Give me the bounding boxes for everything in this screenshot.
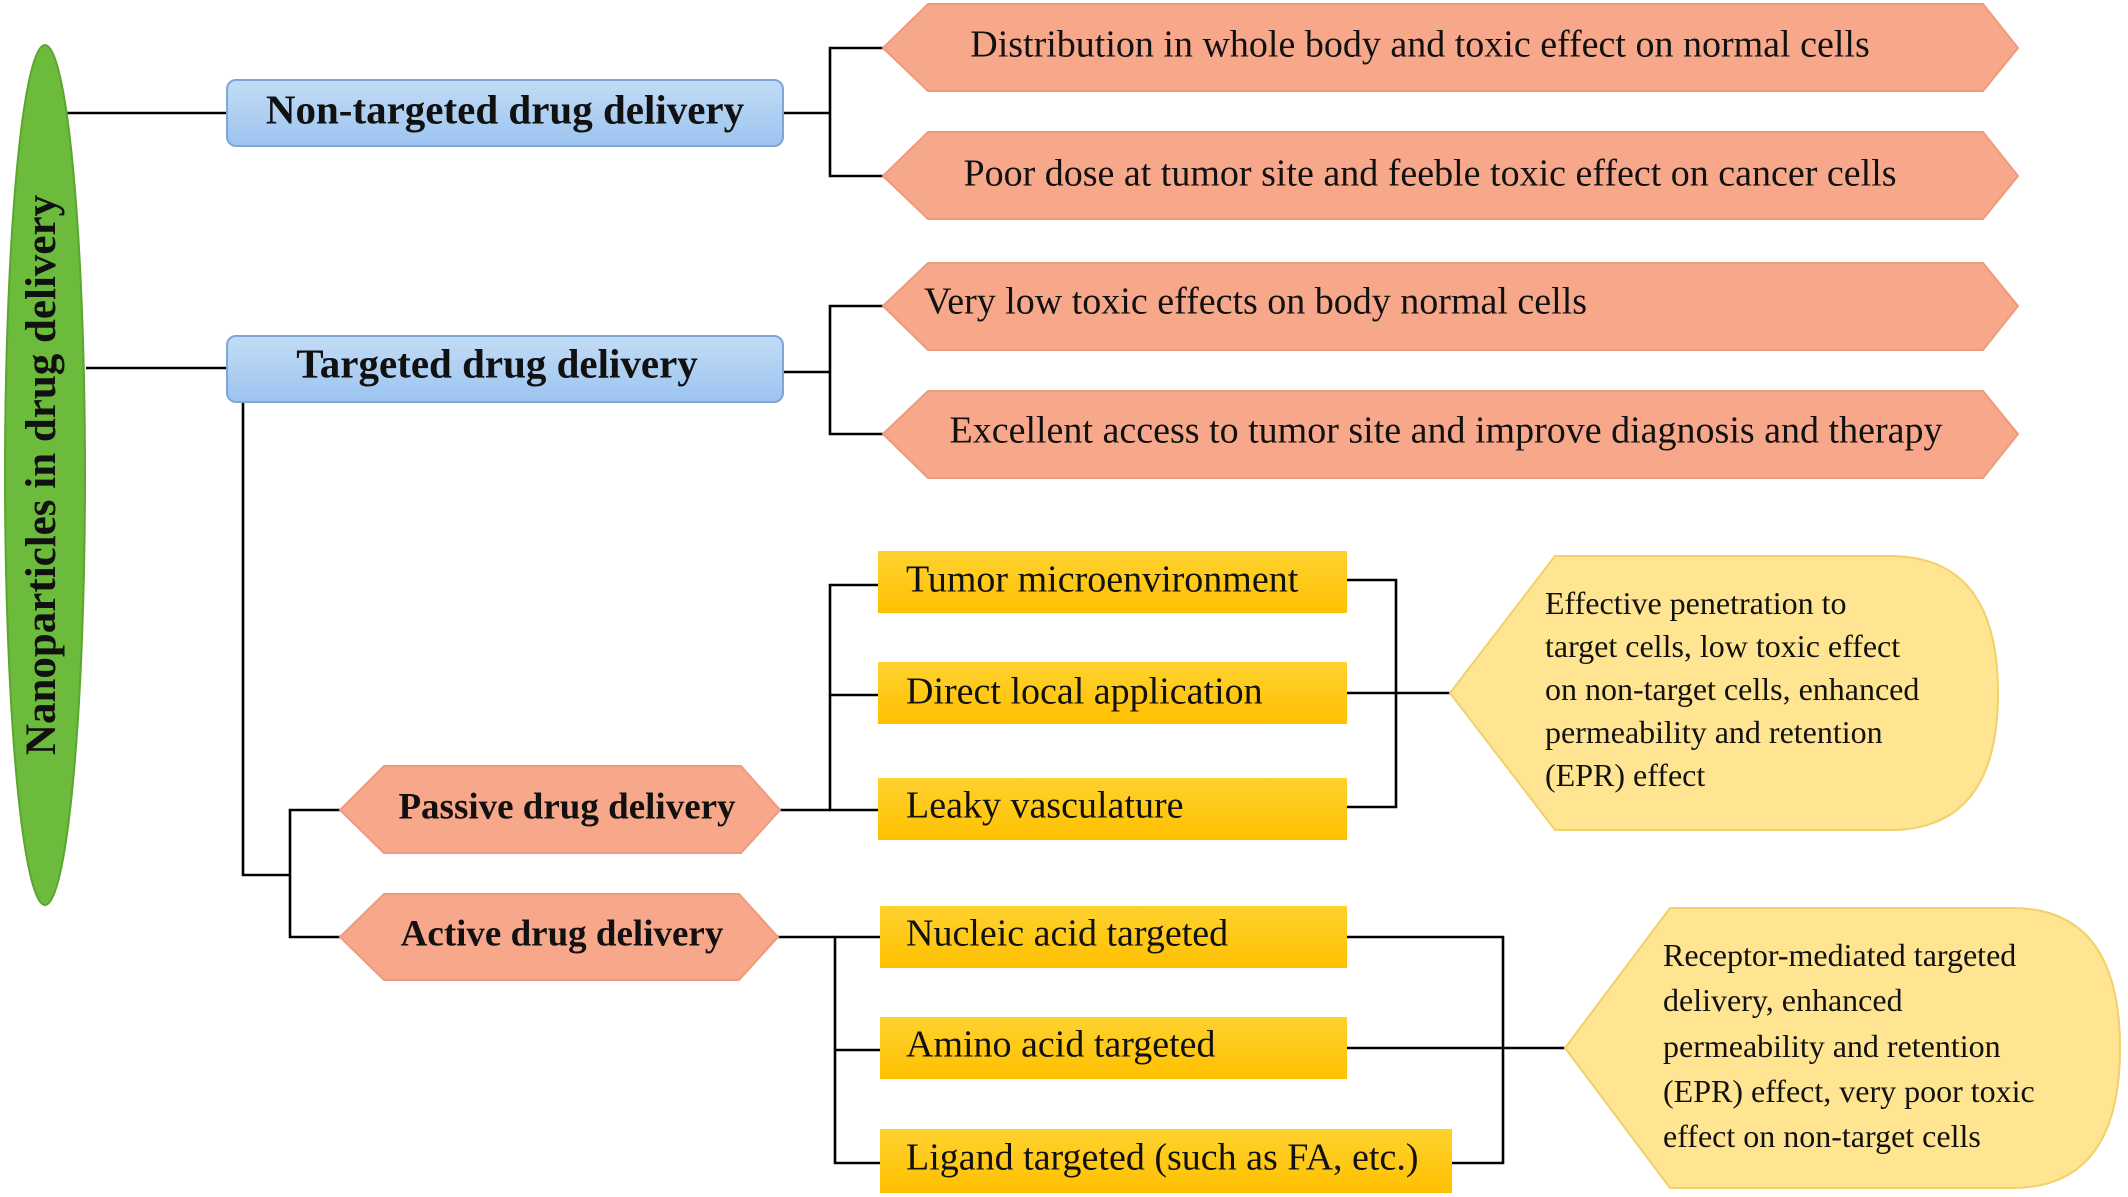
method-label: Leaky vasculature xyxy=(906,785,1183,827)
method-label: Nucleic acid targeted xyxy=(906,913,1228,955)
effect-label: Excellent access to tumor site and impro… xyxy=(950,410,1943,452)
passive-outcome: Effective penetration to target cells, l… xyxy=(1448,555,2000,831)
outcome-line: effect on non-target cells xyxy=(1663,1118,1981,1154)
active-outcome: Receptor-mediated targeted delivery, enh… xyxy=(1563,907,2122,1189)
outcome-text: Effective penetration to target cells, l… xyxy=(1545,585,1927,793)
passive-method-2: Direct local application xyxy=(878,662,1347,724)
passive-label: Passive drug delivery xyxy=(398,786,736,827)
outcome-line: target cells, low toxic effect xyxy=(1545,628,1900,664)
non-targeted-effect-2: Poor dose at tumor site and feeble toxic… xyxy=(881,131,2020,220)
non-targeted-node: Non-targeted drug delivery xyxy=(226,79,784,147)
outcome-text: Receptor-mediated targeted delivery, enh… xyxy=(1663,937,2043,1154)
effect-label: Distribution in whole body and toxic eff… xyxy=(970,24,1870,66)
connector-lines xyxy=(64,46,1565,1165)
root-node: Nanoparticles in drug delivery xyxy=(4,44,86,906)
method-label: Direct local application xyxy=(906,671,1263,713)
outcome-line: Receptor-mediated targeted xyxy=(1663,937,2016,973)
method-label: Tumor microenvironment xyxy=(906,559,1299,601)
active-method-3: Ligand targeted (such as FA, etc.) xyxy=(880,1129,1452,1193)
non-targeted-effect-1: Distribution in whole body and toxic eff… xyxy=(881,3,2020,92)
targeted-effect-2: Excellent access to tumor site and impro… xyxy=(881,390,2020,479)
active-method-1: Nucleic acid targeted xyxy=(880,906,1347,968)
effect-label: Very low toxic effects on body normal ce… xyxy=(924,281,1587,323)
active-method-2: Amino acid targeted xyxy=(880,1017,1347,1079)
outcome-line: permeability and retention xyxy=(1545,714,1883,750)
active-label: Active drug delivery xyxy=(401,913,724,954)
passive-method-3: Leaky vasculature xyxy=(878,778,1347,840)
method-label: Ligand targeted (such as FA, etc.) xyxy=(906,1137,1418,1179)
effect-label: Poor dose at tumor site and feeble toxic… xyxy=(963,153,1896,195)
targeted-node: Targeted drug delivery xyxy=(226,335,784,403)
targeted-label: Targeted drug delivery xyxy=(296,340,698,386)
outcome-line: permeability and retention xyxy=(1663,1028,2001,1064)
passive-method-1: Tumor microenvironment xyxy=(878,551,1347,613)
outcome-line: on non-target cells, enhanced xyxy=(1545,671,1919,707)
active-node: Active drug delivery xyxy=(338,893,780,981)
outcome-line: delivery, enhanced xyxy=(1663,982,1903,1018)
outcome-line: (EPR) effect xyxy=(1545,757,1705,793)
method-label: Amino acid targeted xyxy=(906,1024,1216,1066)
targeted-effect-1: Very low toxic effects on body normal ce… xyxy=(881,262,2020,351)
outcome-line: Effective penetration to xyxy=(1545,585,1847,621)
passive-node: Passive drug delivery xyxy=(338,765,782,854)
root-label: Nanoparticles in drug delivery xyxy=(18,194,65,755)
outcome-line: (EPR) effect, very poor toxic xyxy=(1663,1073,2035,1109)
non-targeted-label: Non-targeted drug delivery xyxy=(266,86,745,132)
